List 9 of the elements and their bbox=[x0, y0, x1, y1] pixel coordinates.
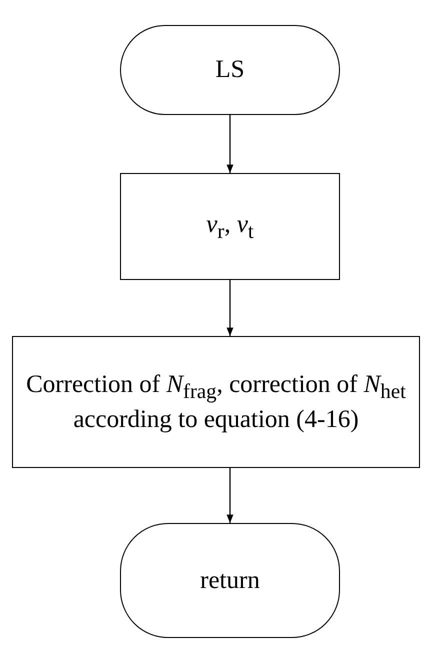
node-text: Correction of N$_{frag}$, correction of N$_{het}$ according to equation (4-16) bbox=[25, 370, 407, 435]
arrow bbox=[226, 468, 234, 523]
node-text: return bbox=[200, 566, 260, 596]
arrow bbox=[226, 115, 234, 173]
process-box bbox=[120, 173, 340, 280]
node-text: v$_{r}$, v$_{t}$ bbox=[206, 210, 254, 244]
process-box bbox=[12, 336, 420, 468]
arrow bbox=[226, 280, 234, 336]
node-text: LS bbox=[215, 55, 245, 86]
